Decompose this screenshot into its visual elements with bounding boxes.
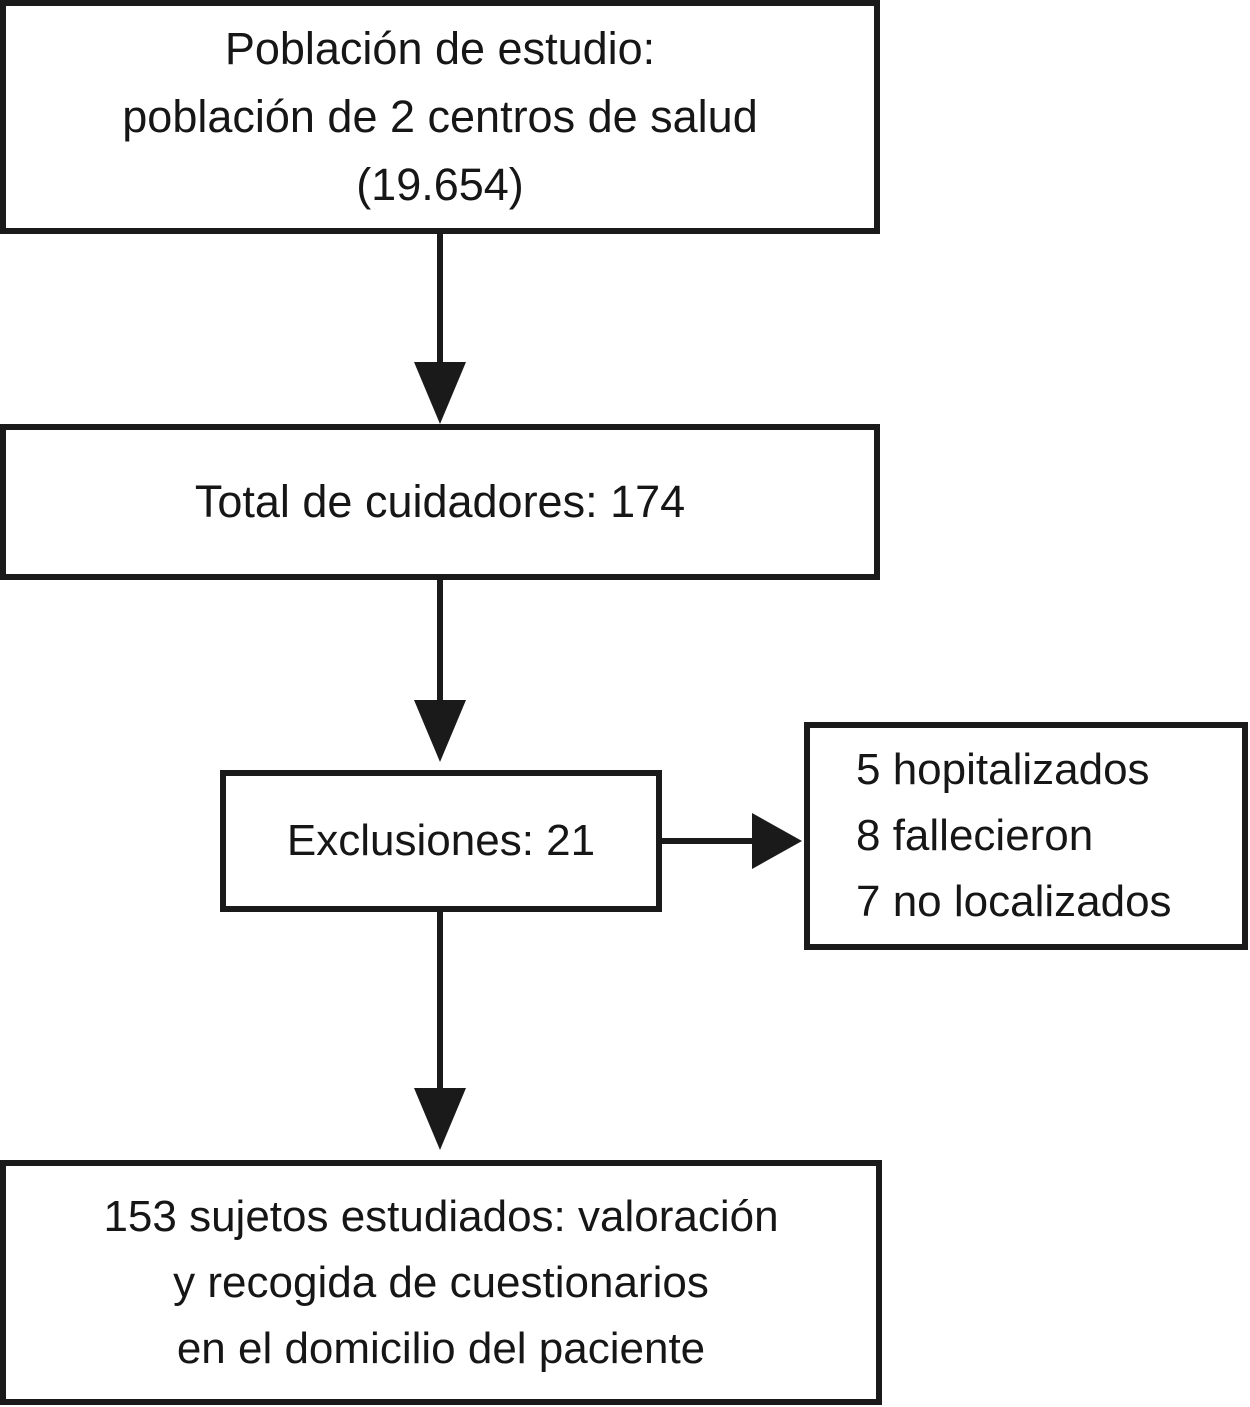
exclusions-label: Exclusiones: 21	[286, 816, 596, 865]
arrow-shaft	[437, 234, 443, 366]
population-line-3: (19.654)	[356, 159, 524, 210]
population-line-2: población de 2 centros de salud	[122, 91, 758, 142]
studied-line-2: y recogida de cuestionarios	[173, 1257, 709, 1307]
reason-line-3: 7 no localizados	[856, 877, 1172, 926]
exclusions-box: Exclusiones: 21	[220, 770, 662, 912]
arrow-head-icon	[414, 1088, 466, 1150]
caregivers-label: Total de cuidadores: 174	[194, 476, 686, 527]
arrow-head-icon	[752, 813, 802, 869]
arrow-head-icon	[414, 700, 466, 762]
population-box: Población de estudio: población de 2 cen…	[0, 0, 880, 234]
reason-line-2: 8 fallecieron	[856, 811, 1094, 860]
arrow-shaft	[437, 912, 443, 1092]
arrow-head-icon	[414, 362, 466, 424]
population-line-1: Población de estudio:	[224, 23, 656, 74]
reason-line-1: 5 hopitalizados	[856, 745, 1150, 794]
studied-line-1: 153 sujetos estudiados: valoración	[103, 1191, 779, 1241]
arrow-shaft	[437, 580, 443, 704]
studied-box: 153 sujetos estudiados: valoración y rec…	[0, 1160, 882, 1405]
exclusion-reasons-box: 5 hopitalizados 8 fallecieron 7 no local…	[804, 722, 1248, 950]
studied-line-3: en el domicilio del paciente	[176, 1323, 706, 1373]
arrow-shaft	[660, 838, 755, 844]
caregivers-box: Total de cuidadores: 174	[0, 424, 880, 580]
